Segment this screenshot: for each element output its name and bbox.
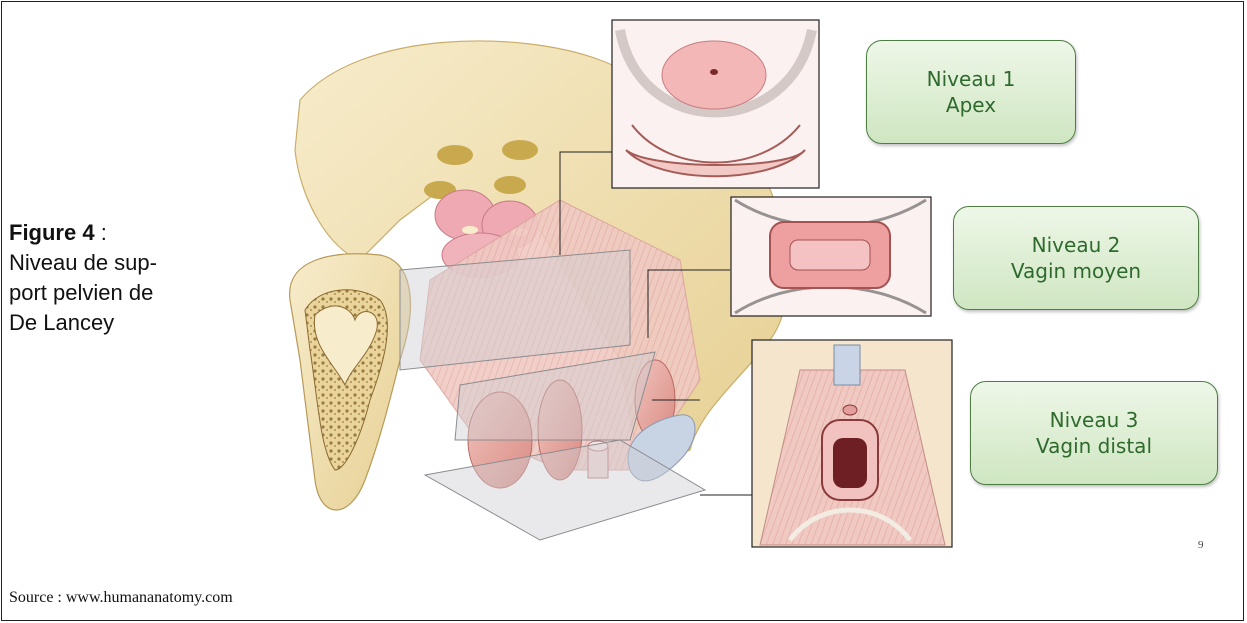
figure-caption: Figure 4 : Niveau de sup- port pelvien d… (9, 218, 239, 338)
level-title: Niveau 2 (1032, 232, 1121, 258)
level-subtitle: Apex (946, 92, 996, 118)
level-subtitle: Vagin moyen (1011, 258, 1141, 284)
figure-separator: : (95, 220, 107, 245)
figure-label: Figure 4 (9, 220, 95, 245)
inset-level-1 (612, 20, 819, 188)
caption-line: port pelvien de (9, 278, 239, 308)
caption-line: De Lancey (9, 308, 239, 338)
level-title: Niveau 1 (927, 66, 1016, 92)
level-title: Niveau 3 (1050, 407, 1139, 433)
level-1-box: Niveau 1 Apex (866, 40, 1076, 144)
level-3-box: Niveau 3 Vagin distal (970, 381, 1218, 485)
page-number: 9 (1198, 539, 1204, 551)
caption-first-line: Figure 4 : (9, 218, 239, 248)
inset-level-3 (752, 340, 952, 547)
source-credit: Source : www.humananatomy.com (9, 589, 233, 607)
inset-level-2 (731, 197, 931, 316)
level-subtitle: Vagin distal (1036, 433, 1152, 459)
caption-line: Niveau de sup- (9, 248, 239, 278)
level-2-box: Niveau 2 Vagin moyen (953, 206, 1199, 310)
